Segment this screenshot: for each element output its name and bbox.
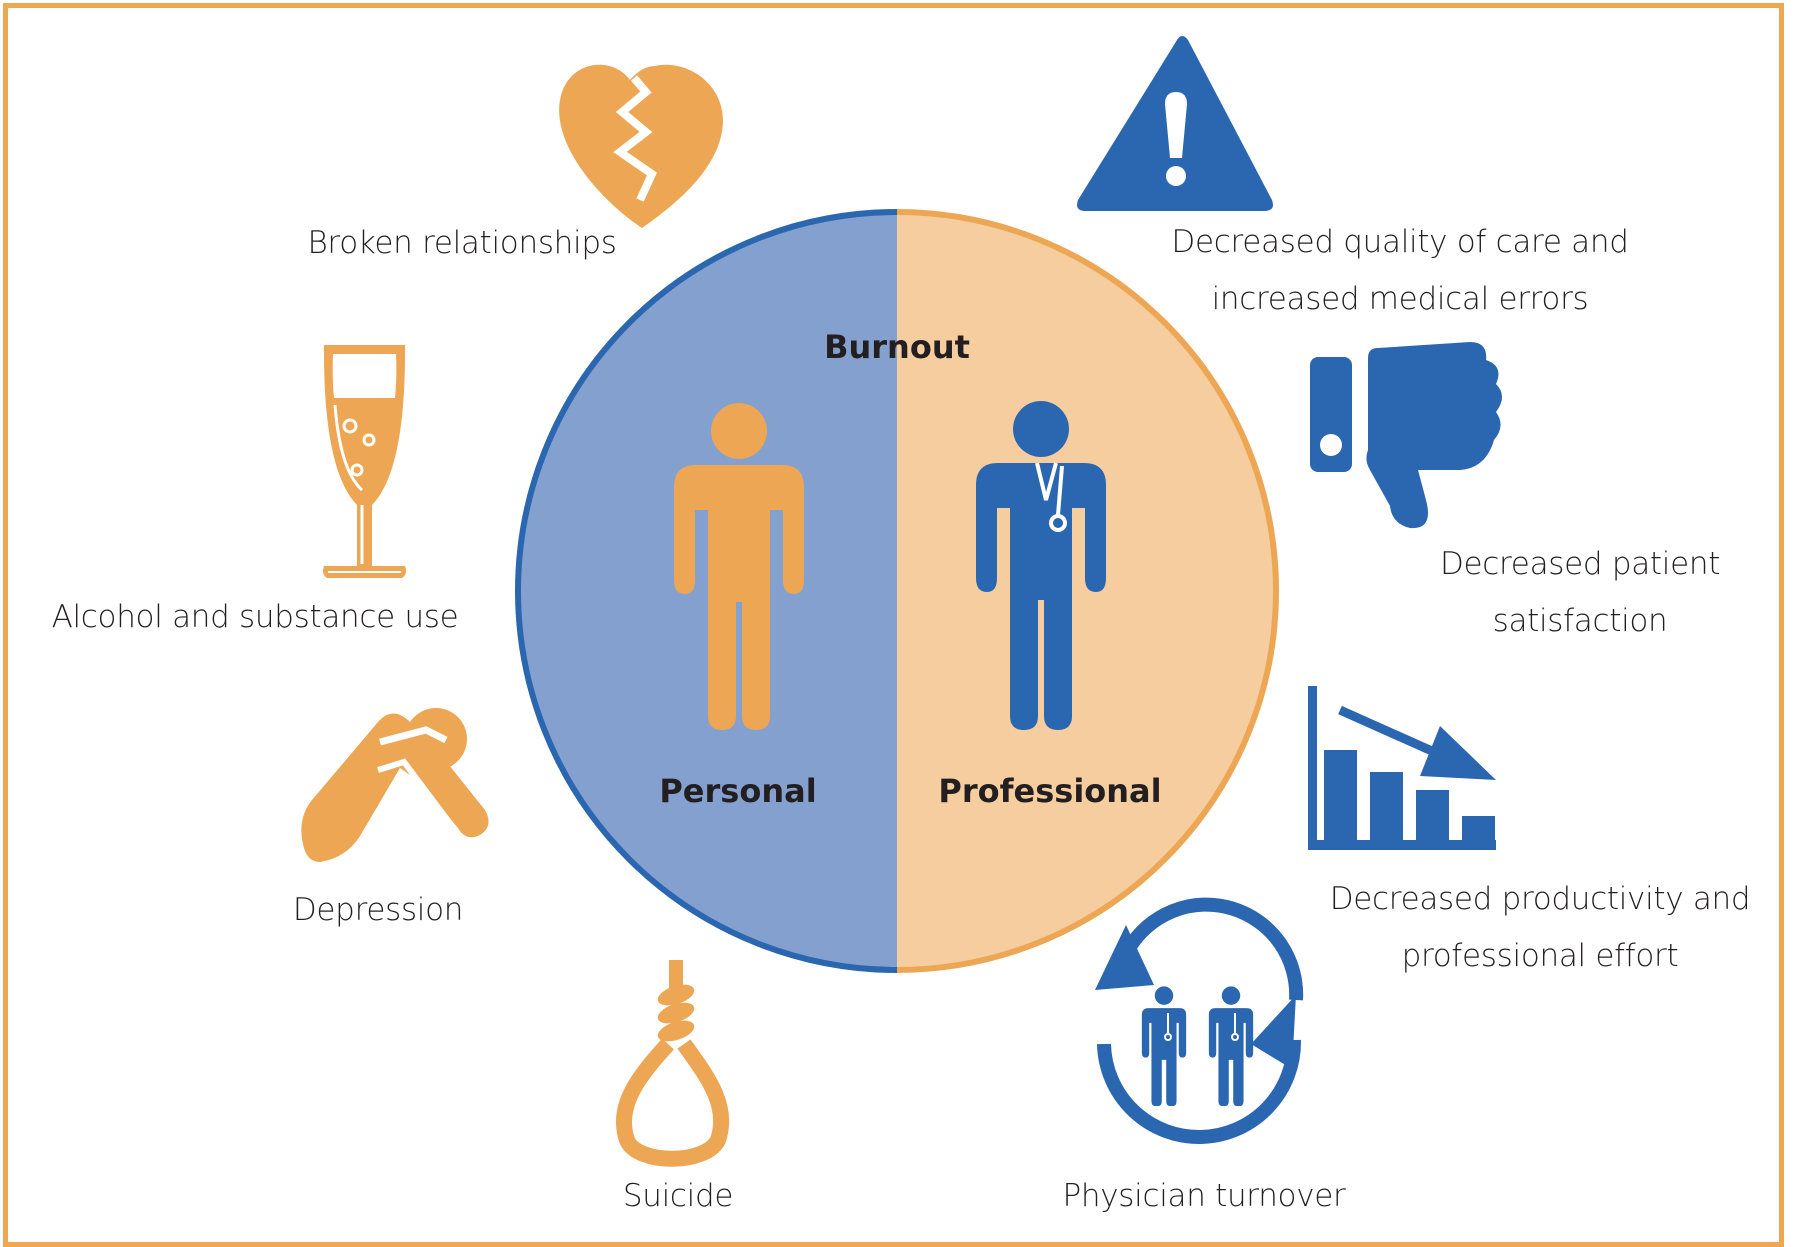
productivity-line1: Decreased productivity and (1329, 881, 1751, 917)
champagne-glass-icon (323, 345, 406, 578)
alcohol-substance-label: Alcohol and substance use (51, 599, 459, 635)
productivity-label: Decreased productivity and professional … (1310, 871, 1770, 985)
patient-satisfaction-line2: satisfaction (1492, 603, 1668, 639)
patient-satisfaction-line1: Decreased patient (1439, 546, 1721, 582)
professional-rim (896, 209, 1279, 973)
professional-label: Professional (938, 772, 1162, 810)
thumbs-down-icon (1310, 342, 1502, 529)
personal-rim (515, 209, 898, 973)
physician-turnover-label: Physician turnover (1062, 1178, 1346, 1214)
burnout-circle (515, 209, 1279, 973)
doctor-figure-icon (976, 401, 1106, 730)
suicide-label: Suicide (622, 1178, 734, 1214)
personal-figure-icon (674, 403, 804, 730)
warning-triangle-icon (1077, 36, 1273, 211)
broken-relationships-label: Broken relationships (307, 225, 617, 261)
patient-satisfaction-label: Decreased patient satisfaction (1380, 536, 1780, 650)
productivity-line2: professional effort (1401, 938, 1679, 974)
quality-of-care-line1: Decreased quality of care and (1171, 224, 1629, 260)
burnout-title: Burnout (824, 328, 970, 366)
turnover-cycle-icon (1095, 897, 1304, 1144)
declining-bar-chart-icon (1308, 686, 1496, 850)
depressed-person-icon (301, 708, 489, 862)
broken-heart-icon (559, 64, 723, 228)
quality-of-care-label: Decreased quality of care and increased … (1150, 214, 1650, 328)
quality-of-care-line2: increased medical errors (1211, 281, 1589, 317)
noose-icon (615, 960, 730, 1167)
professional-half (897, 212, 1276, 970)
depression-label: Depression (292, 892, 464, 928)
personal-label: Personal (659, 772, 817, 810)
personal-half (518, 212, 897, 970)
